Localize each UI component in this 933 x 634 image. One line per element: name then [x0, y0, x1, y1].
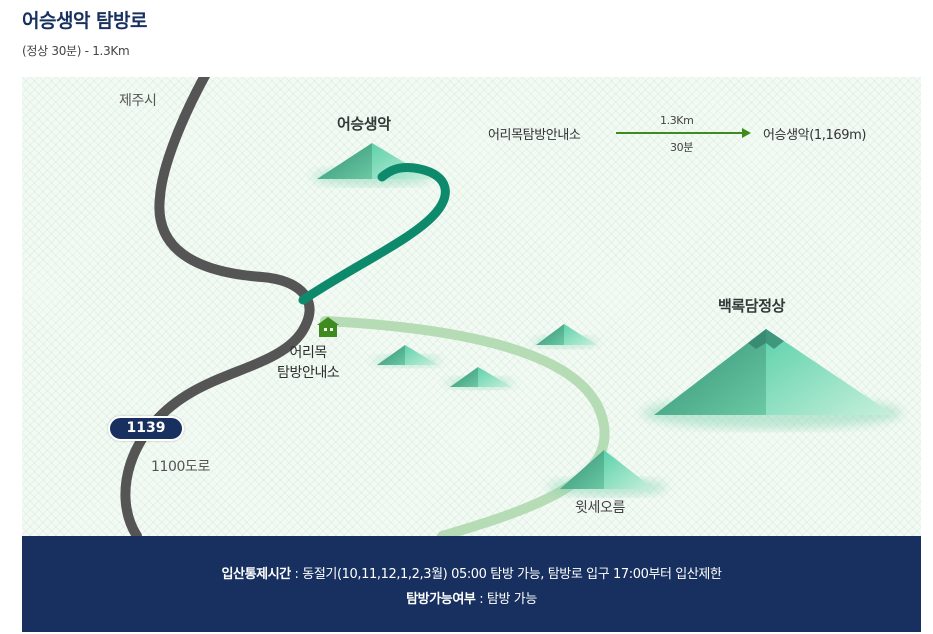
info-availability-label: 탐방가능여부 [406, 592, 476, 607]
route-time-label: 30분 [670, 141, 693, 154]
route-end-label: 어승생악(1,169m) [763, 128, 867, 143]
info-bar: 입산통제시간 : 동절기(10,11,12,1,2,3월) 05:00 탐방 가… [22, 536, 921, 632]
info-control-time: 입산통제시간 : 동절기(10,11,12,1,2,3월) 05:00 탐방 가… [22, 563, 921, 582]
info-availability-text: : 탐방 가능 [475, 592, 537, 607]
peak-eoseungsaengak-label: 어승생악 [337, 115, 391, 133]
mountain-baengnokdam [642, 329, 902, 429]
station-label-line2: 탐방안내소 [277, 365, 340, 381]
route-distance-label: 1.3Km [660, 114, 694, 127]
mountain-small-1 [372, 345, 442, 367]
trail-eoseungsaengak [298, 163, 450, 305]
trail-map: 제주시 어승생악 백록담정상 어리목 탐방안내소 1100도로 1139 윗세오… [22, 77, 921, 536]
mountain-witse-oreum [547, 450, 667, 496]
page-subtitle: (정상 30분) - 1.3Km [22, 44, 130, 58]
station-house-icon [317, 317, 339, 337]
route-start-label: 어리목탐방안내소 [488, 128, 581, 143]
station-label: 어리목 탐방안내소 [277, 343, 340, 383]
info-availability: 탐방가능여부 : 탐방 가능 [22, 588, 921, 607]
station-label-line1: 어리목 [289, 345, 327, 361]
route-arrow-icon [616, 128, 751, 138]
road-name-label: 1100도로 [151, 459, 210, 475]
mountain-small-3 [532, 324, 598, 348]
road-number-badge: 1139 [108, 416, 184, 441]
peak-baengnokdam-label: 백록담정상 [718, 297, 786, 315]
mountain-small-2 [445, 367, 515, 389]
info-control-time-text: : 동절기(10,11,12,1,2,3월) 05:00 탐방 가능, 탐방로 … [290, 567, 722, 582]
trail-other [320, 316, 610, 536]
city-label: 제주시 [119, 93, 157, 109]
oreum-label: 윗세오름 [575, 500, 625, 516]
info-control-time-label: 입산통제시간 [221, 567, 291, 582]
page-title: 어승생악 탐방로 [22, 10, 147, 32]
